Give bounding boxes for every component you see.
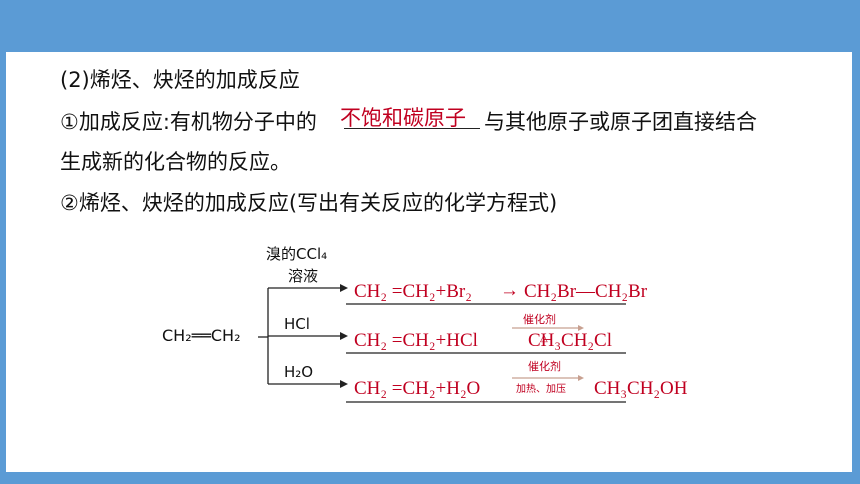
- branch-connectors: [258, 287, 340, 385]
- reagent-br2-line1: 溴的CCl₄: [266, 245, 327, 263]
- equation-blanks: [346, 303, 626, 403]
- equation2-catalyst: 催化剂: [523, 312, 556, 326]
- equation1-product: CH₂Br—CH₂Br: [524, 281, 648, 302]
- equation3-left: CH₂ =CH₂+H₂O: [354, 378, 480, 399]
- equation2-product: CH₃CH₂Cl: [528, 330, 612, 351]
- equation1-left: CH₂ =CH₂+Br₂: [354, 281, 472, 302]
- question-item2: ②烯烃、炔烃的加成反应(写出有关反应的化学方程式): [60, 191, 558, 215]
- equation1-arrow: →: [500, 280, 519, 301]
- equation3-arrowhead: [578, 375, 584, 381]
- reactant-ethene: CH₂══CH₂: [162, 326, 241, 345]
- section-heading: (2)烯烃、炔烃的加成反应: [60, 68, 300, 92]
- title-bar: [0, 0, 860, 52]
- equation3-catalyst: 催化剂: [528, 359, 561, 373]
- answer-text: 不饱和碳原子: [340, 106, 466, 130]
- reagent-h2o: H₂O: [284, 363, 313, 381]
- definition-prefix: ①加成反应:有机物分子中的: [60, 110, 317, 134]
- equation2-left: CH₂ =CH₂+HCl: [354, 330, 478, 351]
- reagent-hcl: HCl: [284, 315, 310, 333]
- branch-arrowheads: [340, 284, 348, 388]
- equation2-heat: △: [540, 333, 548, 344]
- equation2-arrowhead: [578, 325, 584, 331]
- answer-blank-line: [344, 128, 480, 129]
- definition-suffix: 与其他原子或原子团直接结合: [484, 110, 757, 134]
- definition-line2: 生成新的化合物的反应。: [60, 150, 291, 174]
- reagent-br2-line2: 溶液: [288, 267, 318, 285]
- equation3-conditions: 加热、加压: [516, 382, 566, 395]
- equation3-product: CH₃CH₂OH: [594, 378, 688, 399]
